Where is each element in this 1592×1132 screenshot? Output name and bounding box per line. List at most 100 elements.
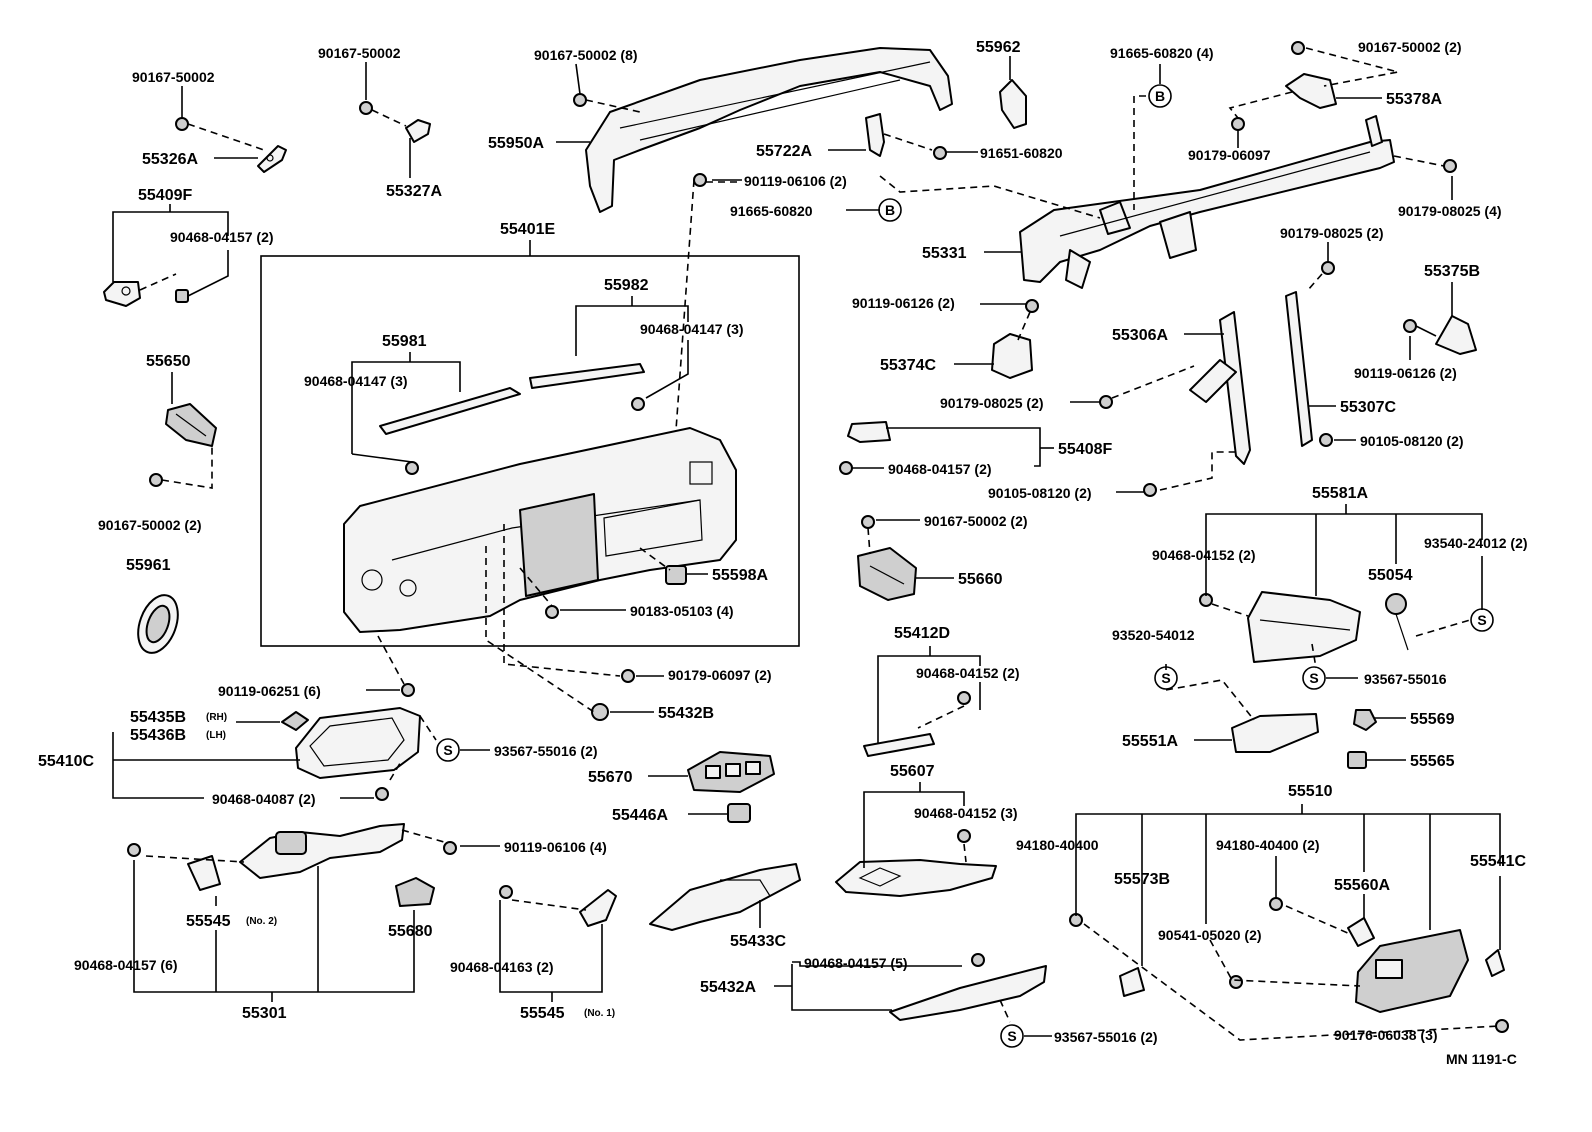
diagram-code: MN 1191-C [1446,1051,1517,1067]
label-l61: 55670 [588,769,633,786]
label-l02: 55326A [142,151,198,168]
part-55660 [857,547,917,601]
label-l39: 90167-50002 (2) [924,513,1028,529]
label-l66: 55446A [612,807,668,824]
label-l18: 90468-04157 (2) [170,229,274,245]
label-l34: 90105-08120 (2) [1360,433,1464,449]
label-l11: 90179-06097 [1188,147,1271,163]
label-l22: 55982 [604,277,649,294]
label-l74: 55545 [186,913,231,930]
label-l68: 90119-06106 (4) [504,839,607,855]
circle-markers: B B S S S S S [436,84,1494,1048]
label-l43: 55660 [958,571,1003,588]
label-l51: 90179-06097 (2) [668,667,772,683]
label-l06: 55950A [488,135,544,152]
label-l41: 55961 [126,557,171,574]
label-l15: 91665-60820 [730,203,813,219]
label-l35: 55408F [1058,441,1112,458]
label-l59: 55569 [1410,711,1455,728]
part-55307C [1285,291,1313,447]
label-l60: 55551A [1122,733,1178,750]
part-55545-no2 [187,855,221,891]
label-l74s: (No. 2) [246,916,277,927]
label-l55: 55435B [130,709,186,726]
part-55569 [1353,709,1377,731]
label-l71: 55573B [1114,871,1170,888]
label-l83: 55545 [520,1005,565,1022]
part-55408F [847,421,891,443]
part-55598A [665,565,687,585]
part-55374C [991,333,1033,379]
part-55331 [1019,115,1395,289]
label-l73: 55560A [1334,877,1390,894]
label-l36: 90468-04157 (2) [888,461,992,477]
label-l17: 55409F [138,187,192,204]
label-l38: 90167-50002 (2) [98,517,202,533]
label-l56s: (LH) [206,730,226,741]
label-l67: 55510 [1288,783,1333,800]
label-l46: 90183-05103 (4) [630,603,734,619]
part-55378A [1285,73,1337,109]
label-l83s: (No. 1) [584,1008,615,1019]
label-l20: 55331 [922,245,967,262]
label-l50: 90468-04152 (2) [916,665,1020,681]
part-55565 [1347,751,1367,769]
label-l65: 90468-04152 (3) [914,805,1018,821]
marker-b2: B [885,202,895,218]
marker-s5: S [1007,1028,1016,1044]
part-55326A [257,145,287,173]
label-l55s: (RH) [206,712,227,723]
label-l10: 55378A [1386,91,1442,108]
part-55560A [1347,917,1375,947]
part-55433C [649,863,801,931]
part-55410C [295,707,421,779]
label-l26: 90468-04147 (3) [304,373,408,389]
label-l23: 90468-04147 (3) [640,321,744,337]
part-55432A [889,965,1047,1021]
part-55446A [727,803,751,823]
label-l32: 90179-08025 (2) [940,395,1044,411]
part-55581A [1247,591,1361,663]
part-55375B [1435,315,1477,355]
label-l21: 90179-08025 (2) [1280,225,1384,241]
label-l80: 90468-04157 (5) [804,955,908,971]
label-l13: 91651-60820 [980,145,1063,161]
part-55650 [165,403,217,447]
part-labels: 90167-50002 55326A 90167-50002 55327A 90… [38,39,1528,1067]
label-l62: 55565 [1410,753,1455,770]
clip-90468-04157-a [175,289,189,303]
label-l70: 94180-40400 (2) [1216,837,1320,853]
marker-s4: S [1309,670,1318,686]
part-dashboard-panel [343,427,737,633]
label-l29: 55650 [146,353,191,370]
marker-s1: S [443,742,452,758]
label-l33: 55307C [1340,399,1396,416]
label-l28: 55306A [1112,327,1168,344]
label-l58: 93567-55016 (2) [494,743,598,759]
part-55510 [1355,929,1469,1013]
label-l03: 90167-50002 [318,45,401,61]
label-l27: 90119-06126 (2) [852,295,955,311]
label-l49: 93520-54012 [1112,627,1195,643]
label-l07: 55962 [976,39,1021,56]
part-55327A [405,119,431,143]
label-l05: 90167-50002 (8) [534,47,638,63]
part-55409F [103,281,141,307]
part-55435B [281,711,309,731]
label-l53: 90119-06251 (6) [218,683,321,699]
part-55551A [1231,713,1319,753]
label-l69: 94180-40400 [1016,837,1099,853]
part-55306A [1189,311,1251,465]
part-55962 [999,79,1027,129]
label-l44: 90468-04152 (2) [1152,547,1256,563]
label-l48: 55412D [894,625,950,642]
label-l37: 90105-08120 (2) [988,485,1092,501]
label-l12: 55722A [756,143,812,160]
part-55982 [529,363,645,389]
label-l09: 90167-50002 (2) [1358,39,1462,55]
marker-b1: B [1155,88,1165,104]
label-l77: 90541-05020 (2) [1158,927,1262,943]
label-l57: 55410C [38,753,94,770]
marker-s2: S [1477,612,1486,628]
label-l82: 55301 [242,1005,287,1022]
